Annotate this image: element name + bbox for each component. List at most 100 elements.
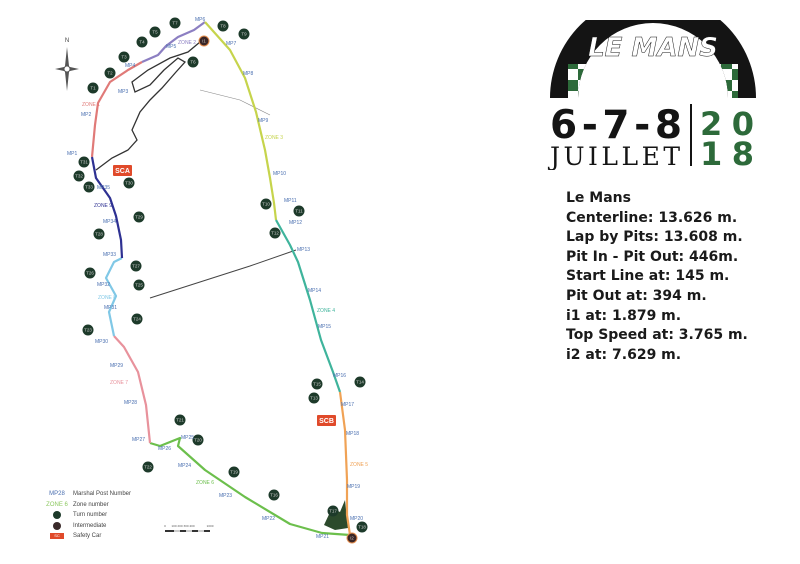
turn-marker: T15 (311, 378, 323, 390)
bugatti-track (95, 41, 201, 171)
marshal-post-label: MP3 (118, 89, 129, 95)
track-zones (90, 21, 352, 537)
le-mans-classic-logo: LE MANS CLASSIC 6-7-8 JUILLET 20 18 (547, 20, 756, 170)
marshal-post-label: MP33 (103, 252, 116, 258)
legend-zone-label: Zone number (73, 501, 109, 508)
turn-marker: T33 (83, 181, 95, 193)
intermediate-marker: i1 (198, 35, 210, 47)
logo-month: JUILLET (547, 142, 680, 170)
svg-text:T7: T7 (172, 21, 178, 26)
turn-marker: T8 (217, 20, 229, 32)
svg-text:T9: T9 (241, 32, 247, 37)
svg-text:T16: T16 (270, 493, 278, 498)
svg-text:T27: T27 (132, 264, 140, 269)
svg-text:T11: T11 (295, 209, 303, 214)
turn-marker: T28 (93, 228, 105, 240)
zone-label: ZONE 3 (265, 135, 283, 141)
marshal-post-label: MP25 (181, 435, 194, 441)
turn-marker: T4 (136, 36, 148, 48)
svg-text:SCA: SCA (115, 168, 130, 175)
zone-label: ZONE 4 (317, 308, 335, 314)
turn-marker: T5 (149, 26, 161, 38)
marshal-post-label: MP34 (103, 219, 116, 225)
scale-tick: 300 (183, 524, 189, 528)
info-line: Pit Out at: 394 m. (566, 287, 707, 304)
info-line: Start Line at: 145 m. (566, 268, 730, 285)
circuit-info: Le Mans Centerline: 13.626 m. Lap by Pit… (566, 189, 748, 365)
zone-label: ZONE 8 (98, 295, 116, 301)
legend-marshal-key: MP28 (49, 491, 65, 498)
compass-north-label: N (65, 38, 69, 44)
marshal-posts: MP1MP2MP3MP4MP5MP6MP7MP8MP9MP10MP11MP12M… (67, 17, 363, 540)
safety-car-marker: SCA (113, 165, 132, 176)
marshal-post-label: MP9 (258, 118, 269, 124)
marshal-post-label: MP7 (226, 41, 237, 47)
info-line: i1 at: 1.879 m. (566, 307, 682, 324)
legend-marshal-label: Marshal Post Number (73, 491, 132, 498)
track-zone-1 (90, 61, 143, 158)
turn-marker: T7 (169, 17, 181, 29)
marshal-post-label: MP1 (67, 151, 78, 157)
marshal-post-label: MP26 (158, 446, 171, 452)
zone-label: ZONE 7 (110, 380, 128, 386)
marshal-post-label: MP13 (297, 247, 310, 253)
marshal-post-label: MP28 (124, 400, 137, 406)
compass-icon: N (55, 38, 79, 91)
turn-marker: T1 (87, 82, 99, 94)
marshal-post-label: MP31 (104, 305, 117, 311)
marshal-post-label: MP10 (273, 171, 286, 177)
marshal-post-label: MP14 (308, 288, 321, 294)
safety-car-icon: SC (50, 533, 64, 540)
service-road (149, 249, 297, 299)
map-legend: MP28 Marshal Post Number ZONE 6 Zone numbe… (46, 489, 131, 542)
svg-text:T19: T19 (230, 470, 238, 475)
svg-text:T18: T18 (358, 525, 366, 530)
turn-marker: T3 (118, 51, 130, 63)
circuit-map: T1T2T3T4T5T6T7T8T9T10T11T12T13T14T15T16T… (55, 17, 368, 544)
marshal-post-label: MP11 (284, 198, 297, 204)
logo-subtitle: CLASSIC (630, 62, 677, 73)
turn-marker: T17 (327, 505, 339, 517)
track-zone-8 (104, 257, 123, 337)
svg-text:T28: T28 (95, 232, 103, 237)
info-line: Top Speed at: 3.765 m. (566, 327, 748, 344)
turn-marker: T32 (73, 170, 85, 182)
svg-text:T5: T5 (152, 30, 158, 35)
turn-marker: T18 (356, 521, 368, 533)
turn-marker: T22 (142, 461, 154, 473)
logo-title: LE MANS (588, 33, 718, 63)
turn-marker: T10 (260, 198, 272, 210)
turn-marker: T16 (268, 489, 280, 501)
track-zone-9 (90, 156, 124, 259)
track-zone-4 (275, 219, 342, 393)
svg-text:T21: T21 (176, 418, 184, 423)
turn-marker: T11 (293, 205, 305, 217)
marshal-post-label: MP8 (243, 71, 254, 77)
svg-text:T32: T32 (75, 174, 83, 179)
svg-text:T12: T12 (271, 231, 279, 236)
scale-tick: 100 (171, 524, 177, 528)
turn-marker: T23 (82, 324, 94, 336)
svg-text:T29: T29 (135, 215, 143, 220)
svg-text:T22: T22 (144, 465, 152, 470)
logo-dates: 6-7-8 (550, 103, 682, 148)
logo-year-bottom: 18 (700, 135, 754, 170)
turn-marker: T19 (228, 466, 240, 478)
intermediate-icon (53, 521, 61, 530)
marshal-post-label: MP24 (178, 463, 191, 469)
svg-text:T1: T1 (90, 86, 96, 91)
scale-tick: 0 (164, 524, 166, 528)
turn-number-icon (53, 511, 61, 520)
legend-zone-key: ZONE 6 (46, 501, 68, 508)
svg-text:T30: T30 (125, 181, 133, 186)
svg-text:i2: i2 (350, 536, 354, 541)
svg-text:T20: T20 (194, 438, 202, 443)
svg-text:T10: T10 (262, 202, 270, 207)
svg-text:T26: T26 (86, 271, 94, 276)
zone-label: ZONE 2 (178, 40, 196, 46)
svg-text:T6: T6 (190, 60, 196, 65)
track-zone-3 (204, 21, 278, 221)
safety-car-marker: SCB (317, 415, 336, 426)
